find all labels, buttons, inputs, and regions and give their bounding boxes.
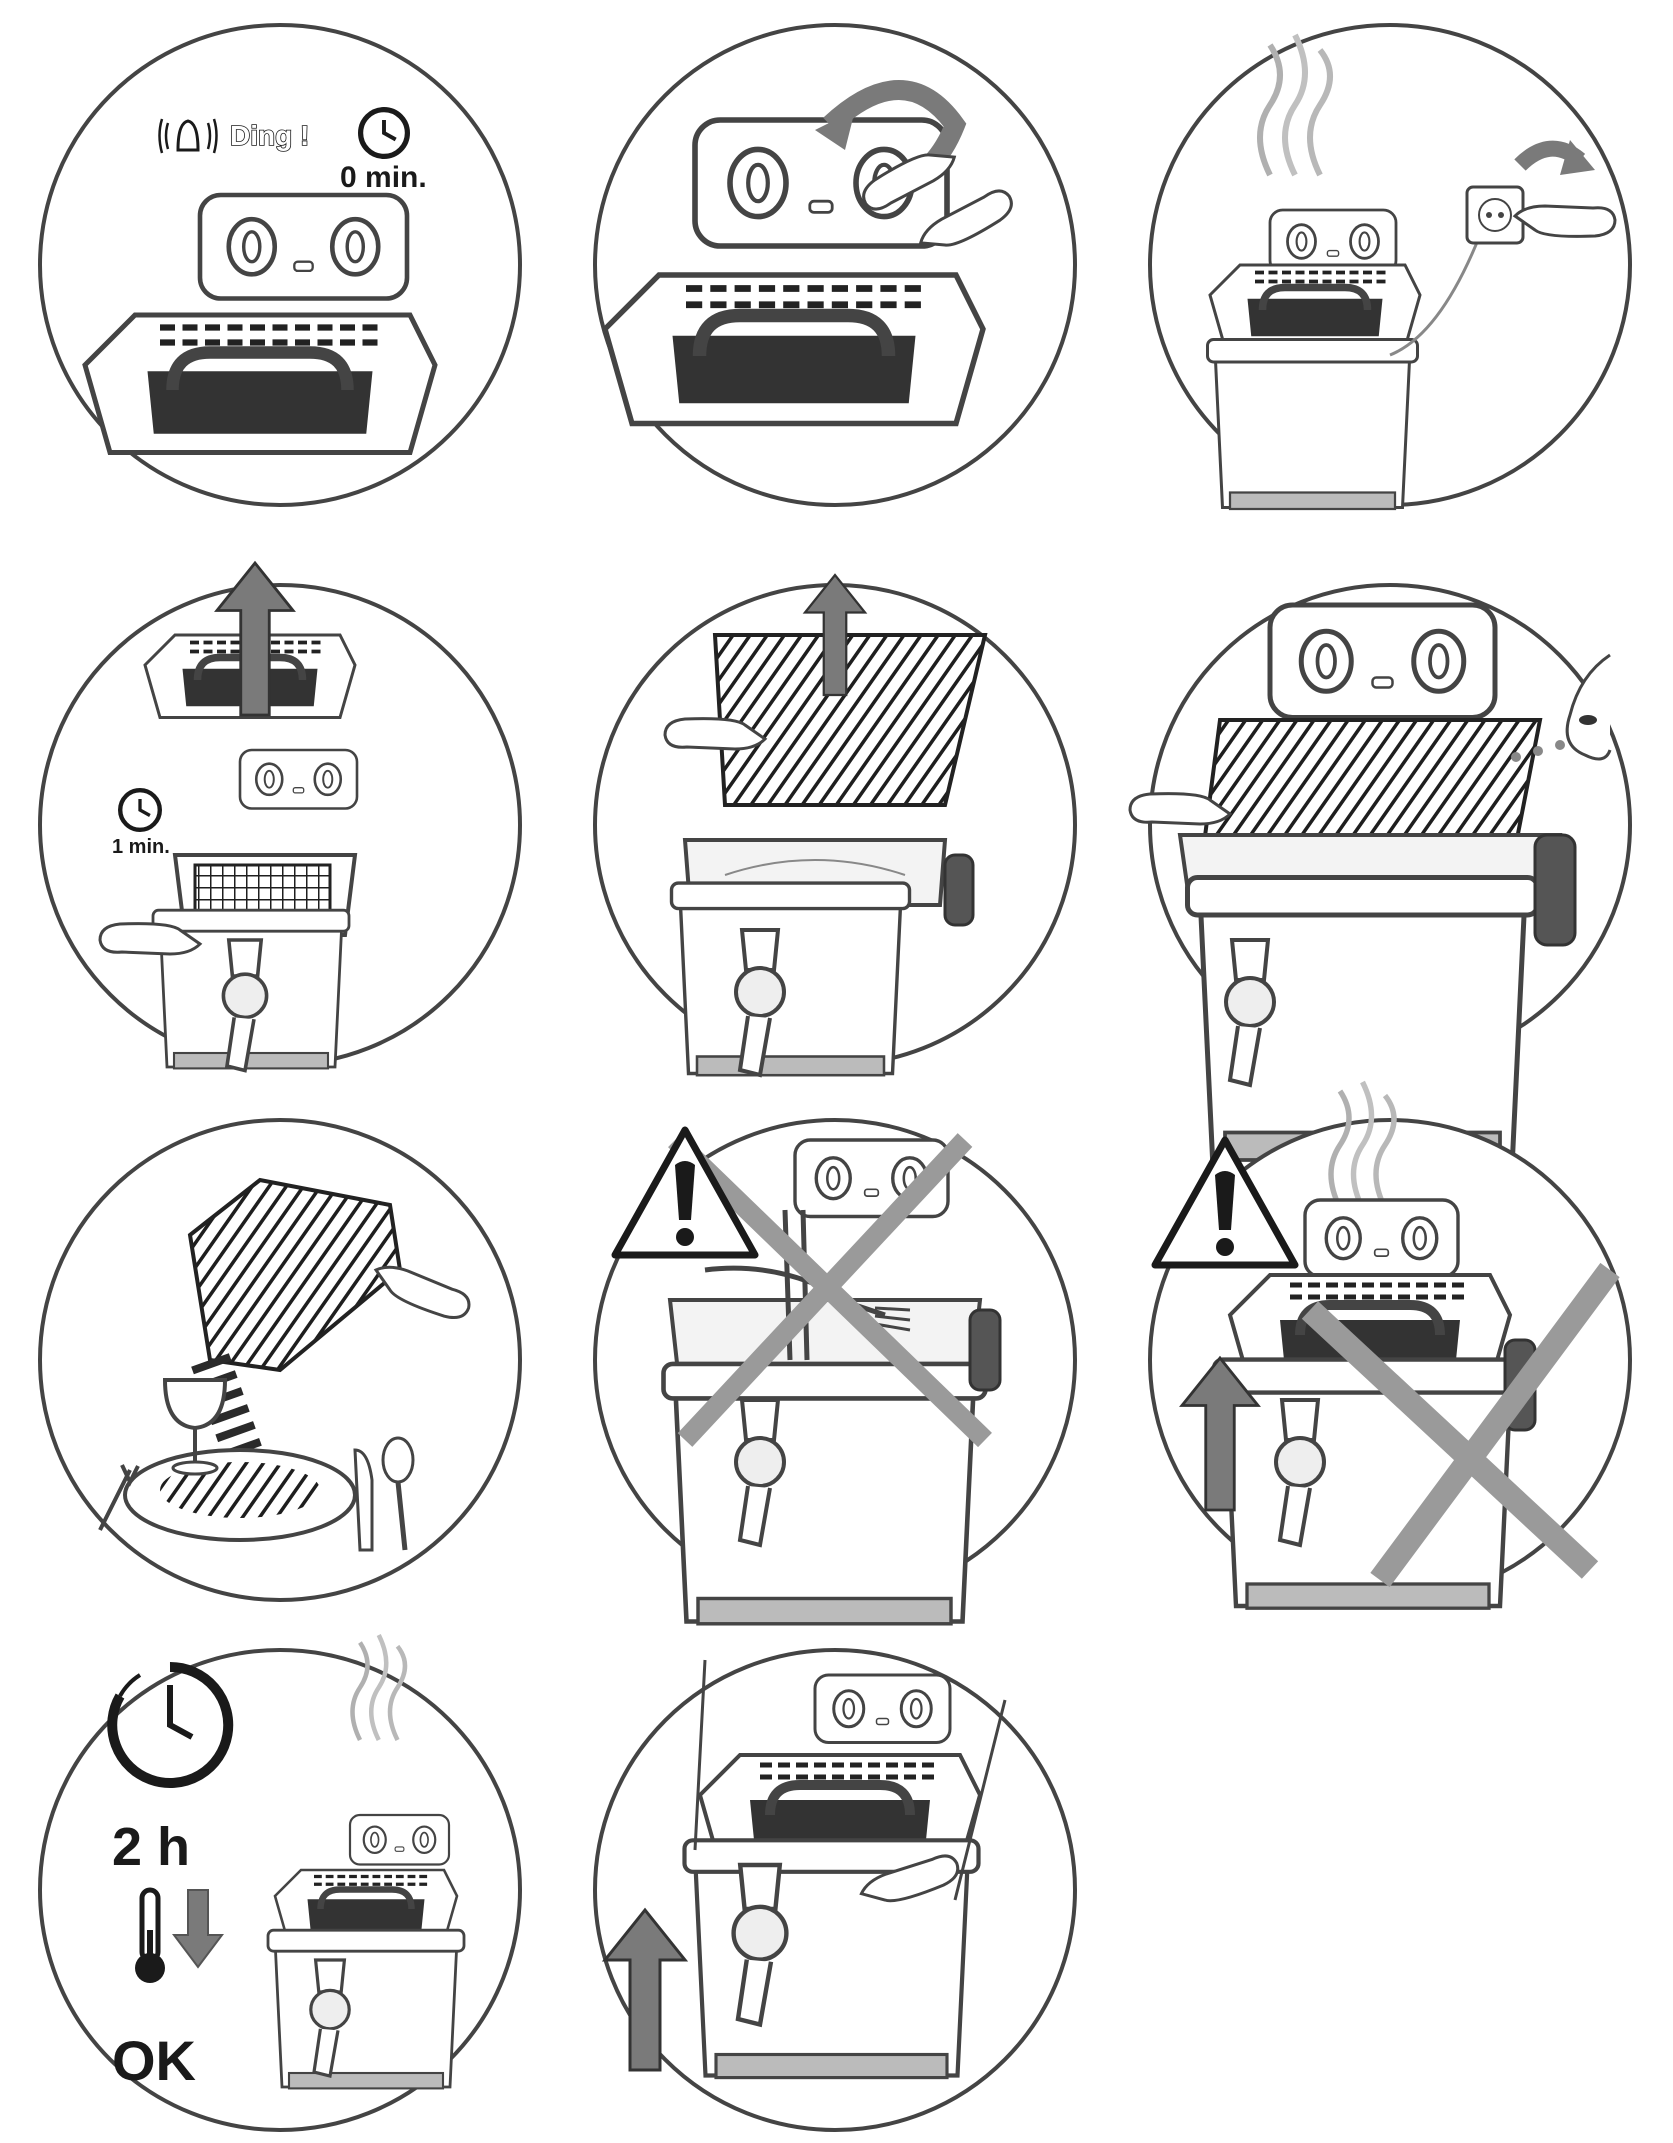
- clock-icon: [361, 110, 408, 157]
- panel-serve: [30, 1110, 530, 1610]
- fryer-head: [1303, 1198, 1460, 1279]
- panel-check-food: [1128, 575, 1640, 1075]
- wall-socket-icon: [1465, 185, 1525, 245]
- fryer-head: [348, 1813, 451, 1866]
- fryer-lid: [1210, 265, 1420, 348]
- fryer-head: [1270, 605, 1495, 718]
- panel-cool-down: 2 h OK: [30, 1640, 530, 2140]
- panel-no-utensil: [585, 1110, 1085, 1610]
- wine-glass-icon: [162, 1378, 228, 1476]
- fryer-head: [238, 748, 359, 810]
- fryer-head: [813, 1673, 952, 1744]
- eye-icon: [1511, 653, 1612, 762]
- fryer-body: [1214, 1360, 1522, 1609]
- fryer-lid: [605, 275, 983, 424]
- fryer-body: [669, 881, 912, 1077]
- panel-carry-cold: [585, 1640, 1085, 2140]
- ding-label: Ding !: [230, 120, 309, 151]
- panel-no-move-hot: [1140, 1110, 1640, 1610]
- timer-label: 0 min.: [340, 161, 427, 194]
- bell-icon: [158, 118, 218, 154]
- fryer-body: [1206, 338, 1419, 511]
- fryer-lid: [85, 315, 435, 453]
- knife-icon: [353, 1448, 374, 1552]
- fork-icon: [98, 1464, 140, 1531]
- fryer-head: [200, 195, 407, 299]
- cross-icon: [1301, 1262, 1620, 1588]
- panel-timer-ding: Ding ! 0 min.: [30, 15, 530, 515]
- clock-icon: [107, 1661, 234, 1788]
- panel-lift-lid: 1 min.: [30, 561, 530, 1075]
- timer-label: 1 min.: [112, 836, 170, 858]
- rotate-arrow-head: [815, 110, 855, 150]
- panel-lift-basket: [585, 573, 1085, 1077]
- duration-label: 2 h: [112, 1817, 190, 1877]
- panel-frame: [593, 23, 1077, 507]
- fryer-body: [266, 1928, 466, 2090]
- clock-icon: [120, 790, 160, 830]
- panel-unplug: [1140, 15, 1640, 515]
- spoon-icon: [381, 1436, 415, 1551]
- basket: [712, 633, 988, 807]
- cross-icon: [668, 1132, 992, 1448]
- thermometer-icon: [135, 1887, 165, 1983]
- panel-turn-off-knob: [585, 15, 1085, 515]
- ok-label: OK: [112, 2029, 196, 2092]
- down-arrow-icon: [172, 1889, 224, 1969]
